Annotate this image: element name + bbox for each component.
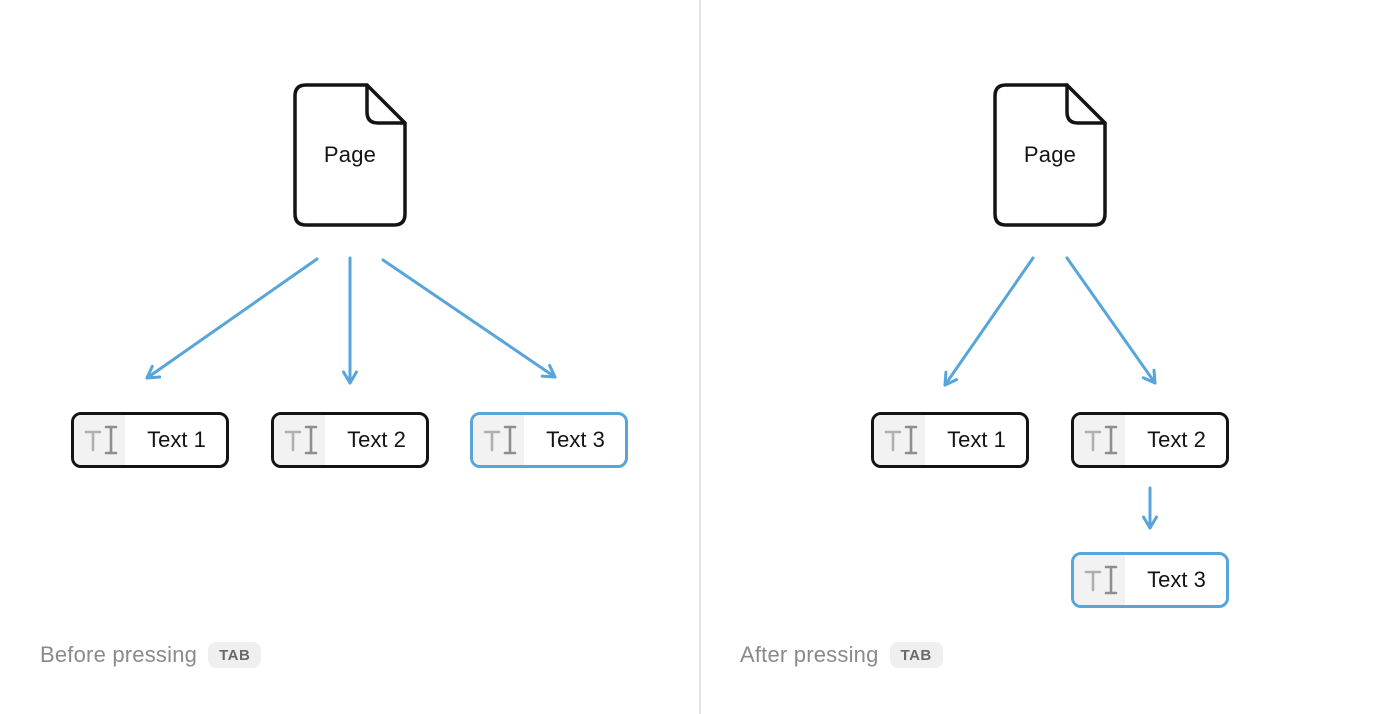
text-cursor-icon: [874, 415, 925, 465]
text-block-2: Text 2: [271, 412, 429, 468]
panel-divider: [699, 0, 701, 714]
text-block-1: Text 1: [71, 412, 229, 468]
text-cursor-icon: [1074, 555, 1125, 605]
caption-after: After pressing TAB: [740, 638, 943, 672]
page-node: Page: [292, 82, 408, 228]
panel-before: Page Text 1 Text 2: [40, 82, 628, 672]
caption-text: Before pressing: [40, 642, 198, 667]
caption-before: Before pressing TAB: [40, 638, 262, 672]
tab-key-badge: TAB: [889, 642, 943, 668]
caption-text: After pressing: [740, 642, 879, 667]
block-label: Text 2: [347, 427, 406, 452]
arrow-page-to-text2: [1065, 256, 1157, 385]
page-icon: [293, 83, 407, 227]
arrow-page-to-text1: [943, 256, 1035, 387]
block-label: Text 3: [546, 427, 605, 452]
text-cursor-icon: [274, 415, 325, 465]
text-cursor-icon: [74, 415, 125, 465]
page-label: Page: [323, 142, 377, 167]
arrow-page-to-text3: [381, 258, 557, 379]
panel-after: Page Text 1 Text 2: [700, 0, 1400, 714]
text-block-1: Text 1: [871, 412, 1029, 468]
page-icon: [993, 83, 1107, 227]
block-label: Text 1: [147, 427, 206, 452]
page-label: Page: [1023, 142, 1077, 167]
page-node: Page: [992, 82, 1108, 228]
text-block-3-highlighted-nested: Text 3: [1071, 552, 1229, 608]
text-block-2: Text 2: [1071, 412, 1229, 468]
text-block-3-highlighted: Text 3: [470, 412, 628, 468]
block-label: Text 1: [947, 427, 1006, 452]
text-cursor-icon: [1074, 415, 1125, 465]
tab-key-badge: TAB: [208, 642, 262, 668]
text-cursor-icon: [473, 415, 524, 465]
block-label: Text 3: [1147, 567, 1206, 592]
block-label: Text 2: [1147, 427, 1206, 452]
arrow-page-to-text1: [145, 257, 319, 380]
